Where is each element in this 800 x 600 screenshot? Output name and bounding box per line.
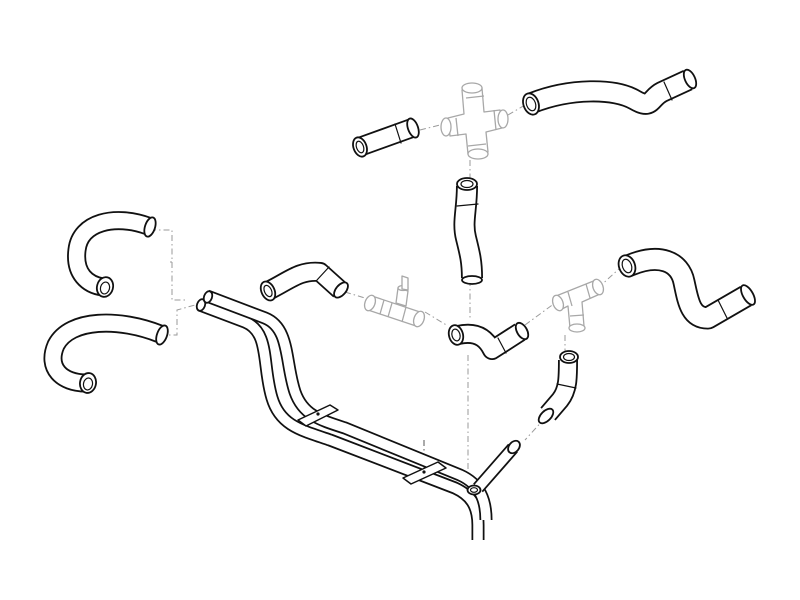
small-elbow-hose <box>537 350 579 425</box>
long-bent-hose-top <box>522 68 698 116</box>
hook-hose-lower <box>43 313 169 394</box>
twin-pipe-assembly <box>195 289 521 540</box>
cross-fitting <box>440 82 509 160</box>
vertical-hose <box>453 177 483 285</box>
s-bend-hose-right <box>617 248 756 330</box>
valve-fitting <box>363 275 426 328</box>
elbow-hose-center <box>447 321 530 360</box>
tee-fitting <box>551 278 605 333</box>
short-straight-hose <box>352 117 420 158</box>
short-bent-hose <box>259 261 349 302</box>
hook-hose-upper <box>67 211 157 298</box>
